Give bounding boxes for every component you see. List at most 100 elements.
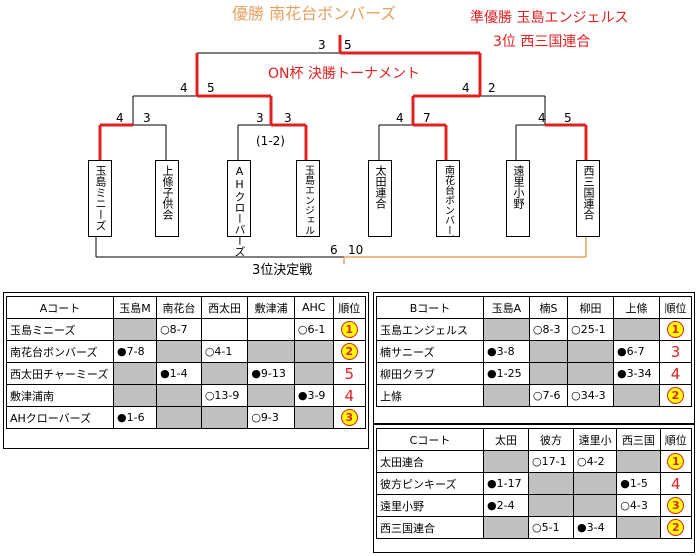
result-cell [200,406,249,429]
team-name: 遠里小野 [376,494,484,517]
team-name: 彼方ピンキーズ [376,472,484,495]
score-semi2-right: 2 [488,81,496,95]
court-b-table: Bコート 玉島A 楠S 柳田 上條 順位 玉島エンジェルス ○8-3 ○25-1… [376,296,693,407]
result-cell [616,450,661,473]
score-q2-right: 3 [284,111,292,125]
court-b-title: Bコート [376,296,484,319]
rank-number: 4 [344,386,355,405]
bracket-title: ON杯 決勝トーナメント [268,66,420,82]
score-q2-left: 3 [256,111,264,125]
rank-badge: 2 [667,519,685,536]
result-cell: ○13-9 [200,384,249,407]
score-q3-left: 4 [396,111,404,125]
score-q2-pk: (1-2) [256,134,285,148]
result-cell [112,318,158,341]
result-cell [156,340,202,363]
col-header: 敷津浦 [247,296,295,319]
result-cell: ○5-1 [528,516,574,539]
score-q1-right: 3 [143,111,151,125]
score-q4-left: 4 [538,111,546,125]
bracket-team-8: 西三国連合 [576,160,600,237]
result-cell [112,384,158,407]
result-cell [483,516,529,539]
result-cell: ●3-4 [572,516,618,539]
result-cell [200,362,249,385]
team-name: 西三国連合 [376,516,484,539]
result-cell: ○4-2 [572,450,618,473]
rank-number: 3 [670,342,681,361]
team-name: 柳田クラブ [376,362,484,385]
third-place-match-label: 3位決定戦 [252,263,313,278]
result-cell: ○4-3 [616,494,661,517]
result-cell: ○6-1 [293,318,334,341]
result-cell [247,384,295,407]
result-cell [156,406,202,429]
result-cell: ●1-5 [616,472,661,495]
result-cell [528,340,569,363]
court-c-table: Cコート 太田 彼方 遠里小 西三国 順位 太田連合 ○17-1 ○4-2 1 … [376,428,693,539]
rank-badge: 1 [666,321,684,338]
result-cell [572,472,618,495]
rank-cell: 4 [659,472,693,495]
score-third-right: 10 [348,243,364,257]
score-final-left: 3 [318,38,326,52]
result-cell [616,516,661,539]
rank-cell: 3 [659,494,693,517]
rank-number: 4 [670,364,681,383]
court-c-title: Cコート [376,428,484,451]
table-row: 敷津浦南 ○13-9 ●3-9 4 [6,384,367,407]
court-b-frame [373,292,695,424]
result-cell [483,384,530,407]
rank-badge: 1 [667,453,685,470]
result-cell: ○4-1 [200,340,249,363]
result-cell [293,340,334,363]
table-row: 南花台ボンバーズ ●7-8 ○4-1 2 [6,340,367,363]
table-row: 玉島エンジェルス ○8-3 ○25-1 1 [376,318,693,341]
bracket-team-4: 玉島エンジェルス [296,160,320,237]
result-cell: ●6-7 [613,340,660,363]
score-third-left: 6 [330,243,338,257]
rank-cell: 5 [332,362,367,385]
result-cell: ○7-6 [528,384,569,407]
table-row: 柳田クラブ ●1-25 ●3-34 4 [376,362,693,385]
team-name: 上條 [376,384,484,407]
col-header: 順位 [658,296,693,319]
result-cell [528,472,574,495]
score-semi1-left: 4 [180,81,188,95]
col-header: 玉島A [483,296,530,319]
result-cell: ●7-8 [112,340,158,363]
result-cell [613,318,660,341]
team-name: 敷津浦南 [6,384,114,407]
court-a-title: Aコート [6,296,114,319]
rank-cell: 2 [659,516,693,539]
col-header: 玉島M [112,296,158,319]
result-cell [572,494,618,517]
result-cell: ○25-1 [567,318,615,341]
table-row: 遠里小野 ●2-4 ○4-3 3 [376,494,693,517]
col-header: 上條 [613,296,660,319]
rank-badge: 2 [666,387,684,404]
col-header: 柳田 [567,296,615,319]
result-cell: ●9-13 [247,362,295,385]
col-header: 遠里小 [572,428,618,451]
score-q1-left: 4 [116,111,124,125]
rank-cell: 1 [659,450,693,473]
result-cell: ○17-1 [528,450,574,473]
table-row: 西三国連合 ○5-1 ●3-4 2 [376,516,693,539]
col-header: 楠S [528,296,569,319]
rank-number: 4 [671,474,681,493]
team-name: 玉島エンジェルス [376,318,484,341]
result-cell [293,362,334,385]
table-row: 太田連合 ○17-1 ○4-2 1 [376,450,693,473]
team-name: 南花台ボンバーズ [6,340,114,363]
rank-badge: 1 [340,321,358,338]
result-cell [528,494,574,517]
rank-cell: 2 [332,340,367,363]
bracket-team-6: 南花台ボンバーズ [436,160,460,237]
col-header: 西三国 [616,428,661,451]
court-a-table: Aコート 玉島M 南花台 西太田 敷津浦 AHC 順位 玉島ミニーズ ○8-7 … [6,296,367,429]
rank-cell: 4 [332,384,367,407]
result-cell: ●1-25 [483,362,530,385]
rank-badge: 2 [340,343,358,360]
col-header: 西太田 [200,296,249,319]
